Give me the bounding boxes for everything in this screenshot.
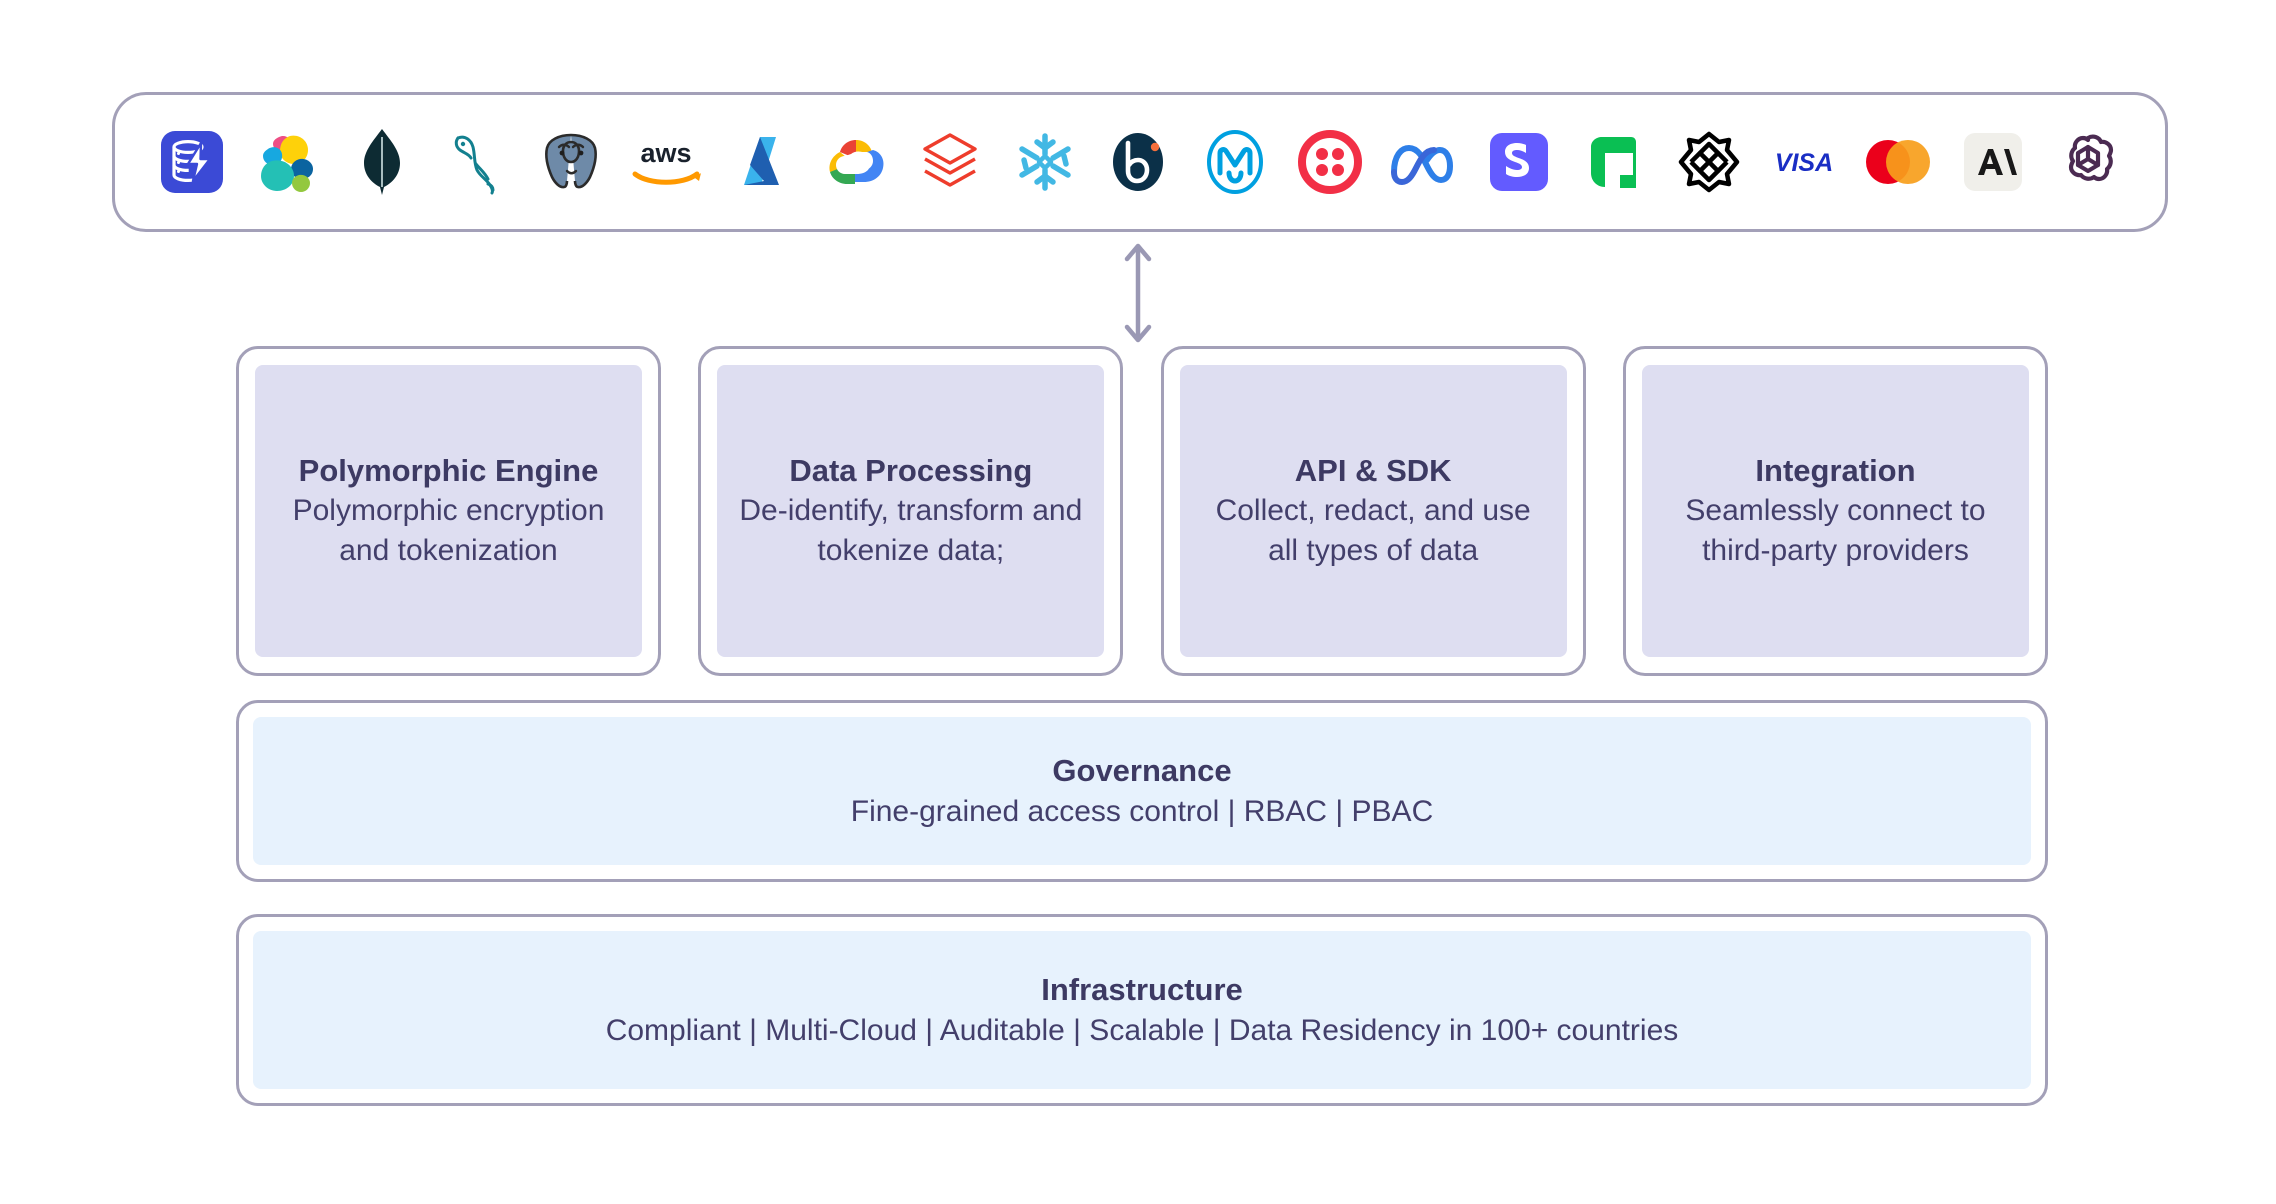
braze-icon (1097, 119, 1183, 205)
infrastructure-description: Compliant | Multi-Cloud | Auditable | Sc… (605, 1013, 1679, 1047)
postgresql-icon (528, 119, 614, 205)
card-title: Data Processing (789, 453, 1033, 489)
mulesoft-icon (1192, 119, 1278, 205)
card-polymorphic-engine[interactable]: Polymorphic Engine Polymorphic encryptio… (236, 346, 661, 676)
visa-icon: VISA (1761, 119, 1847, 205)
infrastructure-bar[interactable]: Infrastructure Compliant | Multi-Cloud |… (236, 914, 2048, 1106)
card-description: De-identify, transform and tokenize data… (739, 493, 1083, 567)
stripe-icon (1476, 119, 1562, 205)
card-description: Polymorphic encryption and tokenization (292, 493, 605, 567)
governance-inner: Governance Fine-grained access control |… (253, 717, 2031, 865)
card-api-and-sdk[interactable]: API & SDK Collect, redact, and use all t… (1160, 346, 1586, 676)
aws-icon: aws (623, 119, 709, 205)
card-description: Seamlessly connect to third-party provid… (1685, 493, 1986, 567)
snowflake-icon (1002, 119, 1088, 205)
adyen-icon (1571, 119, 1657, 205)
card-title: Integration (1755, 453, 1916, 489)
databricks-icon (907, 119, 993, 205)
meta-icon (1381, 119, 1467, 205)
mongodb-icon (339, 119, 425, 205)
card-description: Collect, redact, and use all types of da… (1215, 493, 1531, 567)
svg-text:VISA: VISA (1774, 149, 1832, 177)
feature-card-row: Polymorphic Engine Polymorphic encryptio… (236, 346, 2048, 676)
google-cloud-icon (813, 119, 899, 205)
card-integration[interactable]: Integration Seamlessly connect to third-… (1622, 346, 2048, 676)
card-data-processing[interactable]: Data Processing De-identify, transform a… (698, 346, 1124, 676)
anthropic-icon (1950, 119, 2036, 205)
card-title: Polymorphic Engine (298, 453, 599, 489)
governance-bar[interactable]: Governance Fine-grained access control |… (236, 700, 2048, 882)
twilio-icon (1287, 119, 1373, 205)
card-inner: API & SDK Collect, redact, and use all t… (1179, 365, 1567, 657)
integrations-logo-bar: aws (112, 92, 2168, 232)
bidirectional-arrow (1116, 240, 1160, 346)
card-inner: Polymorphic Engine Polymorphic encryptio… (255, 365, 642, 657)
governance-description: Fine-grained access control | RBAC | PBA… (850, 794, 1434, 828)
mastercard-icon (1855, 119, 1941, 205)
governance-title: Governance (1052, 752, 1232, 788)
card-inner: Data Processing De-identify, transform a… (717, 365, 1105, 657)
database-lightning-icon (149, 119, 235, 205)
openai-icon (2045, 119, 2131, 205)
svg-text:aws: aws (640, 138, 691, 168)
card-inner: Integration Seamlessly connect to third-… (1641, 365, 2029, 657)
elastic-icon (244, 119, 330, 205)
plaid-icon (1666, 119, 1752, 205)
mysql-icon (433, 119, 519, 205)
infrastructure-title: Infrastructure (1041, 971, 1243, 1007)
azure-icon (718, 119, 804, 205)
card-title: API & SDK (1294, 453, 1452, 489)
infrastructure-inner: Infrastructure Compliant | Multi-Cloud |… (253, 931, 2031, 1089)
